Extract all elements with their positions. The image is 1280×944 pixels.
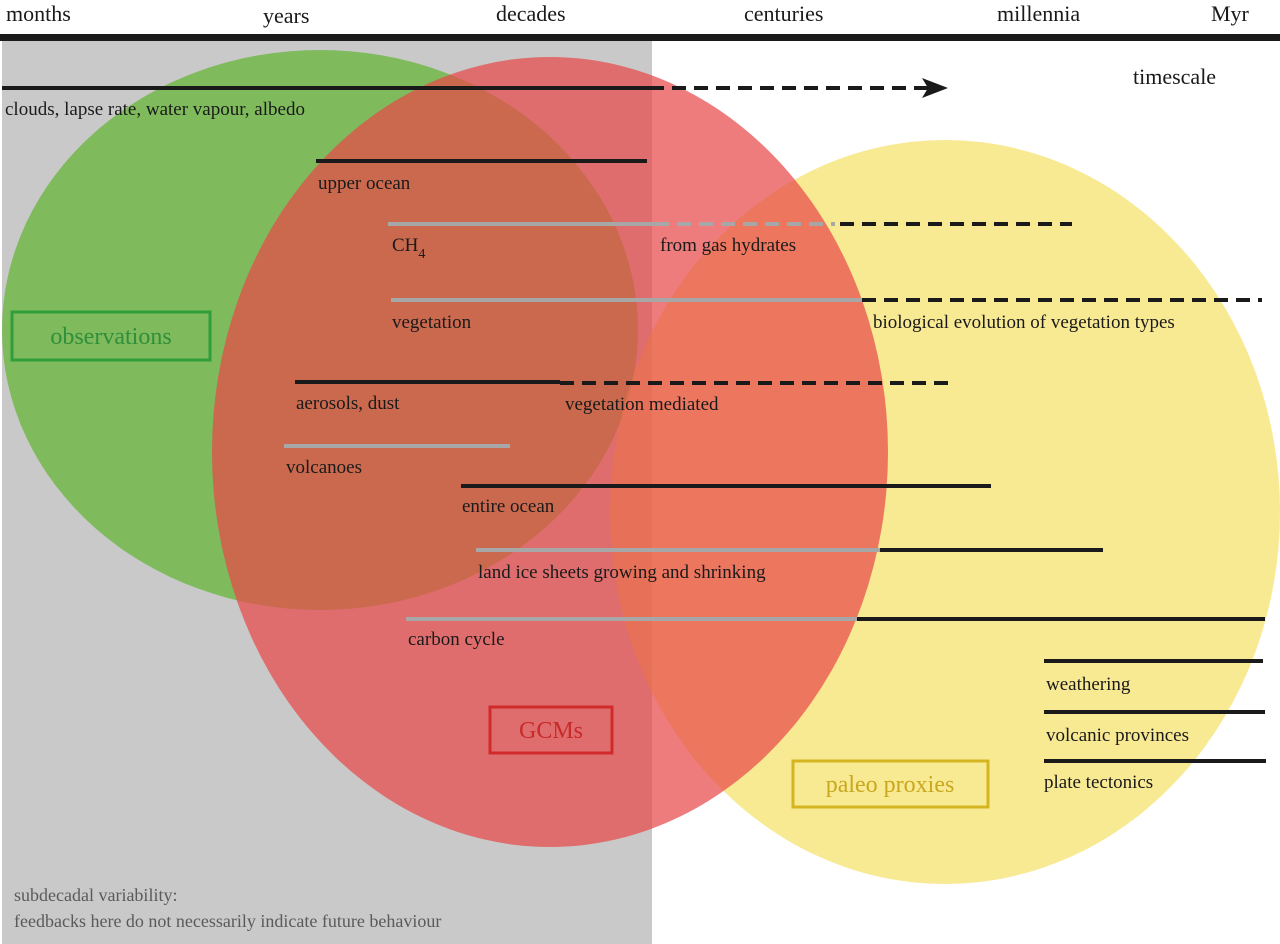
upper-ocean-label: upper ocean: [318, 173, 411, 194]
gas-hydrates-label: from gas hydrates: [660, 235, 796, 256]
paleo-proxies-label: paleo proxies: [826, 772, 955, 798]
tick-months: months: [6, 1, 71, 26]
clouds-label: clouds, lapse rate, water vapour, albedo: [5, 99, 305, 120]
observations-box: [10, 310, 212, 362]
ch4-main-text: CH: [392, 235, 419, 256]
subdecadal-note-line1: subdecadal variability:: [14, 885, 177, 905]
entire-ocean-label: entire ocean: [462, 496, 555, 517]
veg-mediated-label: vegetation mediated: [565, 394, 719, 415]
volcanic-provinces-label: volcanic provinces: [1046, 725, 1189, 746]
tick-centuries: centuries: [744, 1, 823, 26]
timescale-axis-bar: [0, 34, 1280, 41]
arrow-head-icon: [922, 78, 948, 98]
ch4-subscript: 4: [418, 247, 425, 262]
subdecadal-note-line2: feedbacks here do not necessarily indica…: [14, 911, 441, 931]
observations-label: observations: [50, 324, 171, 350]
vegetation-label: vegetation: [392, 312, 472, 333]
plate-tectonics-label: plate tectonics: [1044, 772, 1153, 793]
weathering-label: weathering: [1046, 674, 1131, 695]
veg-evolution-label: biological evolution of vegetation types: [873, 312, 1175, 333]
paleo-proxies-box: [791, 759, 990, 809]
tick-myr: Myr: [1211, 1, 1250, 26]
timescale-label: timescale: [1133, 64, 1216, 89]
volcanoes-label: volcanoes: [286, 457, 362, 478]
land-ice-label: land ice sheets growing and shrinking: [478, 562, 766, 583]
gcms-label: GCMs: [519, 718, 583, 744]
ch4-label: CH4: [392, 235, 425, 262]
gcms-circle: [212, 57, 888, 847]
aerosols-label: aerosols, dust: [296, 393, 400, 414]
tick-years: years: [263, 3, 309, 28]
gcms-box: [488, 705, 614, 755]
carbon-cycle-label: carbon cycle: [408, 629, 505, 650]
tick-decades: decades: [496, 1, 566, 26]
tick-millennia: millennia: [997, 1, 1080, 26]
